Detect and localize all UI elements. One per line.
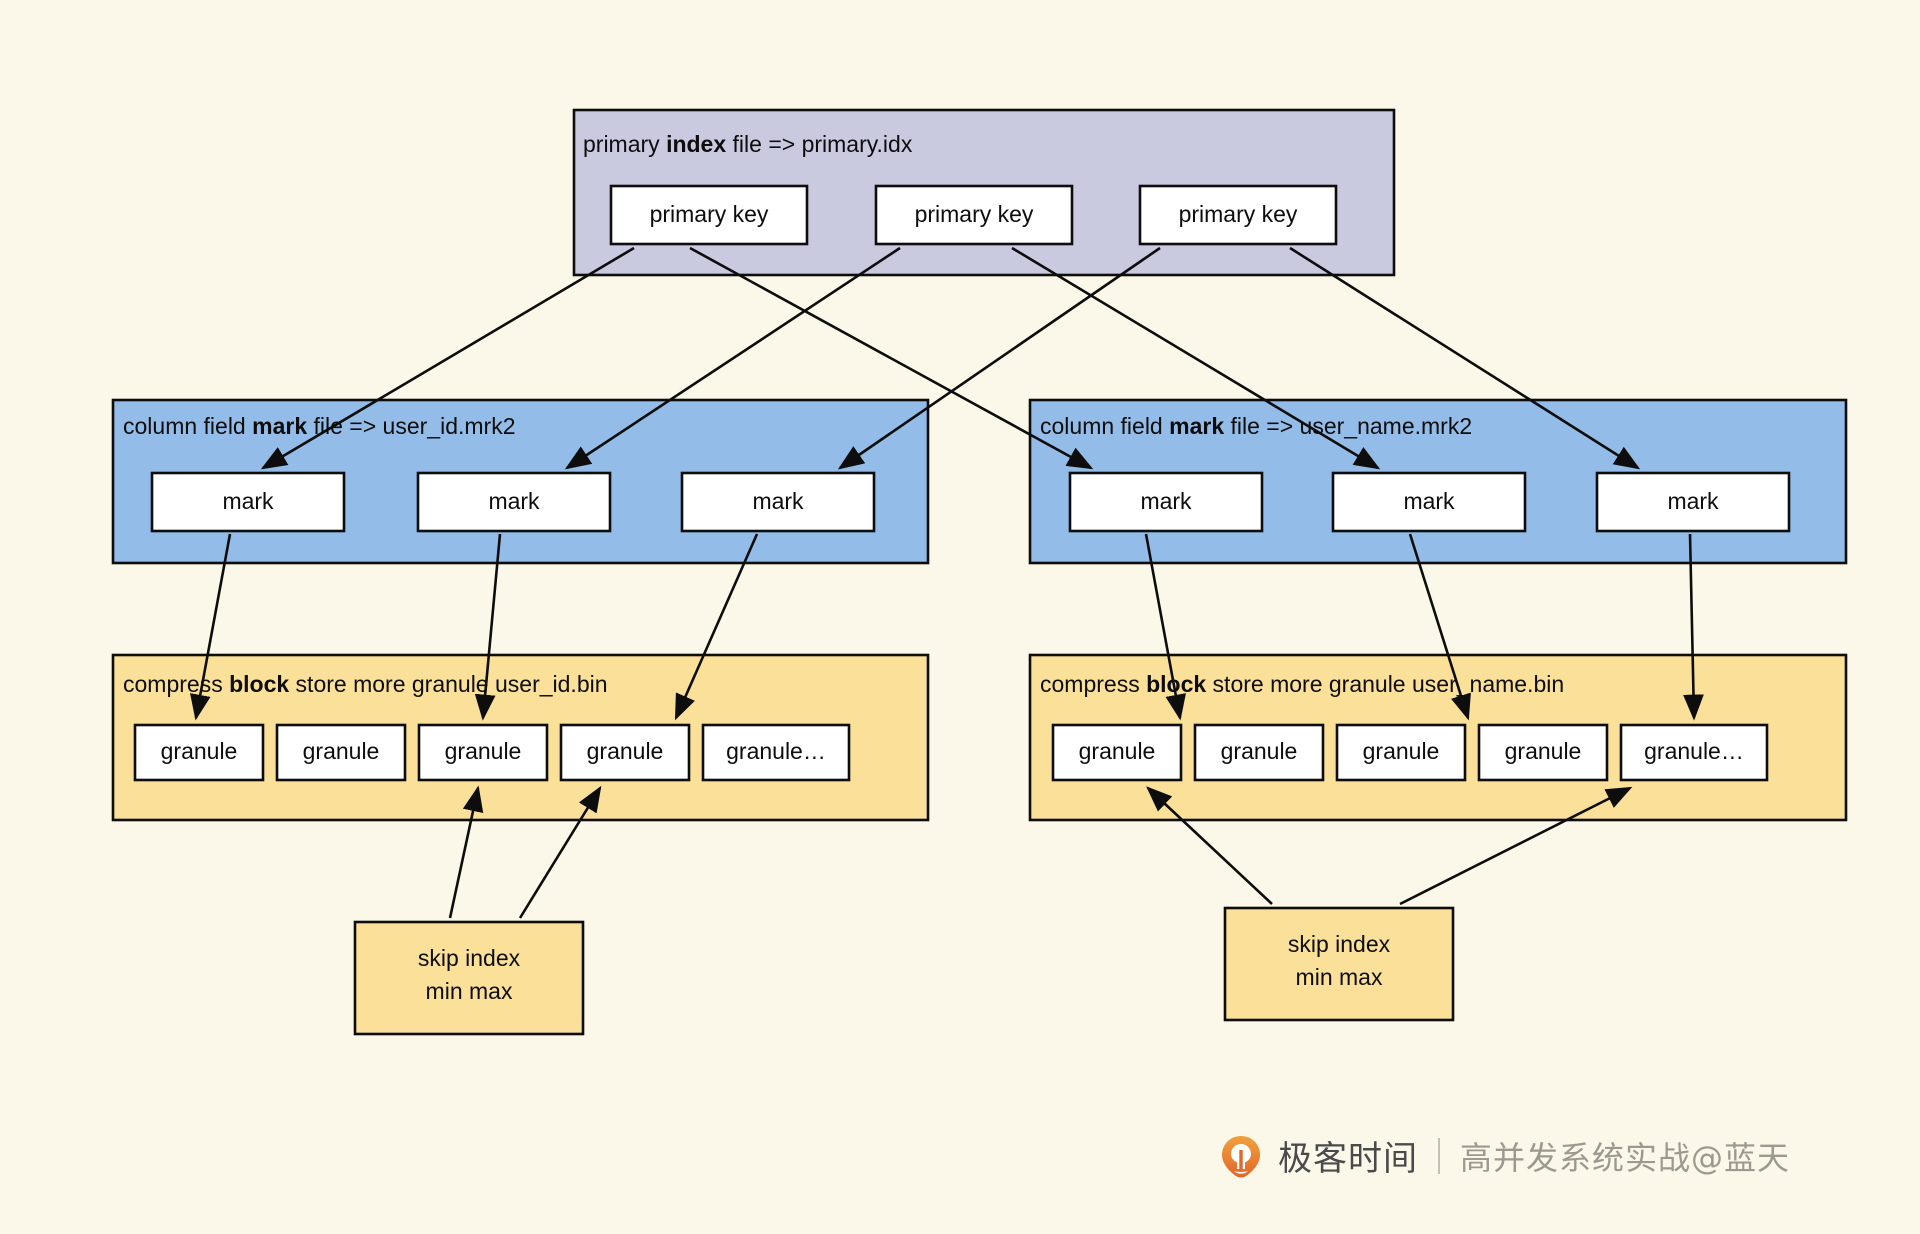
connectors-primarykey-to-marks <box>260 246 1641 470</box>
granule-node-uname-5[interactable]: granule… <box>1619 723 1769 782</box>
edge-markuid2-granule3 <box>474 533 502 721</box>
watermark-divider <box>1438 1137 1440 1174</box>
svg-text:granule: granule <box>1221 738 1298 764</box>
svg-text:skip index: skip index <box>1288 931 1391 957</box>
svg-text:granule: granule <box>1363 738 1440 764</box>
primary-key-node-1[interactable]: primary key <box>609 184 809 246</box>
watermark: 极客时间 高并发系统实战@蓝天 <box>1218 1131 1790 1180</box>
svg-text:min max: min max <box>1296 964 1383 990</box>
block-user-id-label: compress block store more granule user_i… <box>123 671 608 697</box>
edge-skipright-granule5 <box>1399 786 1633 906</box>
edge-markuid3-granule4 <box>674 533 759 721</box>
edge-skipleft-granule4 <box>518 785 602 919</box>
mark-node-uid-2[interactable]: mark <box>416 471 612 533</box>
skip-index-right[interactable]: skip index min max <box>1223 906 1455 1022</box>
svg-text:granule: granule <box>1079 738 1156 764</box>
svg-text:skip index: skip index <box>418 945 521 971</box>
edge-pk1-markuname1 <box>689 246 1094 470</box>
svg-text:primary key: primary key <box>1179 201 1298 227</box>
svg-text:primary key: primary key <box>650 201 769 227</box>
group-mark-user-id[interactable]: column field mark file => user_id.mrk2 m… <box>111 398 930 565</box>
svg-text:granule: granule <box>587 738 664 764</box>
svg-text:primary key: primary key <box>915 201 1034 227</box>
block-user-name-label: compress block store more granule user_n… <box>1040 671 1564 697</box>
group-block-user-name[interactable]: compress block store more granule user_n… <box>1028 653 1848 822</box>
connectors-skipindex-to-granules <box>448 785 1633 919</box>
edge-skipright-granule1 <box>1146 786 1273 905</box>
svg-text:mark: mark <box>1667 488 1719 514</box>
svg-text:mark: mark <box>752 488 804 514</box>
edge-markuname1-granule2 <box>1144 533 1186 721</box>
granule-node-uid-4[interactable]: granule <box>559 723 691 782</box>
svg-text:mark: mark <box>1403 488 1455 514</box>
svg-text:mark: mark <box>222 488 274 514</box>
svg-text:min max: min max <box>426 978 513 1004</box>
granule-node-uid-1[interactable]: granule <box>133 723 265 782</box>
svg-text:granule: granule <box>1505 738 1582 764</box>
mark-node-uname-1[interactable]: mark <box>1068 471 1264 533</box>
granule-node-uid-2[interactable]: granule <box>275 723 407 782</box>
granule-node-uid-5[interactable]: granule… <box>701 723 851 782</box>
edge-markuid1-granule1 <box>190 533 232 721</box>
svg-text:mark: mark <box>488 488 540 514</box>
svg-text:granule…: granule… <box>726 738 826 764</box>
mark-user-id-label: column field mark file => user_id.mrk2 <box>123 413 515 439</box>
granule-node-uname-2[interactable]: granule <box>1193 723 1325 782</box>
group-block-user-id[interactable]: compress block store more granule user_i… <box>111 653 930 822</box>
primary-index-label: primary index file => primary.idx <box>583 131 913 157</box>
mark-node-uname-2[interactable]: mark <box>1331 471 1527 533</box>
edge-pk3-markuid3 <box>837 246 1161 470</box>
connectors-marks-to-granules <box>190 533 1704 721</box>
skip-index-left[interactable]: skip index min max <box>353 920 585 1036</box>
geekbang-logo-icon <box>1218 1133 1264 1179</box>
svg-text:mark: mark <box>1140 488 1192 514</box>
edge-markuname3-granule5 <box>1683 533 1704 721</box>
group-mark-user-name[interactable]: column field mark file => user_name.mrk2… <box>1028 398 1848 565</box>
granule-node-uname-3[interactable]: granule <box>1335 723 1467 782</box>
watermark-brand: 极客时间 <box>1278 1139 1418 1179</box>
primary-key-node-2[interactable]: primary key <box>874 184 1074 246</box>
granule-node-uid-3[interactable]: granule <box>417 723 549 782</box>
svg-text:granule: granule <box>161 738 238 764</box>
edge-markuname2-granule4 <box>1408 533 1471 721</box>
primary-key-node-3[interactable]: primary key <box>1138 184 1338 246</box>
svg-text:granule: granule <box>303 738 380 764</box>
edge-pk1-markuid1 <box>260 246 635 470</box>
svg-text:granule: granule <box>445 738 522 764</box>
granule-node-uname-1[interactable]: granule <box>1051 723 1183 782</box>
mark-node-uname-3[interactable]: mark <box>1595 471 1791 533</box>
granule-node-uname-4[interactable]: granule <box>1477 723 1609 782</box>
edge-pk2-markuname2 <box>1011 246 1381 470</box>
svg-text:granule…: granule… <box>1644 738 1744 764</box>
edge-pk3-markuname3 <box>1289 246 1641 470</box>
mark-node-uid-3[interactable]: mark <box>680 471 876 533</box>
edge-skipleft-granule3 <box>448 785 484 919</box>
group-primary-index[interactable]: primary index file => primary.idx primar… <box>572 108 1396 277</box>
watermark-course: 高并发系统实战@蓝天 <box>1460 1138 1791 1177</box>
mark-node-uid-1[interactable]: mark <box>150 471 346 533</box>
edge-pk2-markuid2 <box>564 246 901 470</box>
mark-user-name-label: column field mark file => user_name.mrk2 <box>1040 413 1472 439</box>
